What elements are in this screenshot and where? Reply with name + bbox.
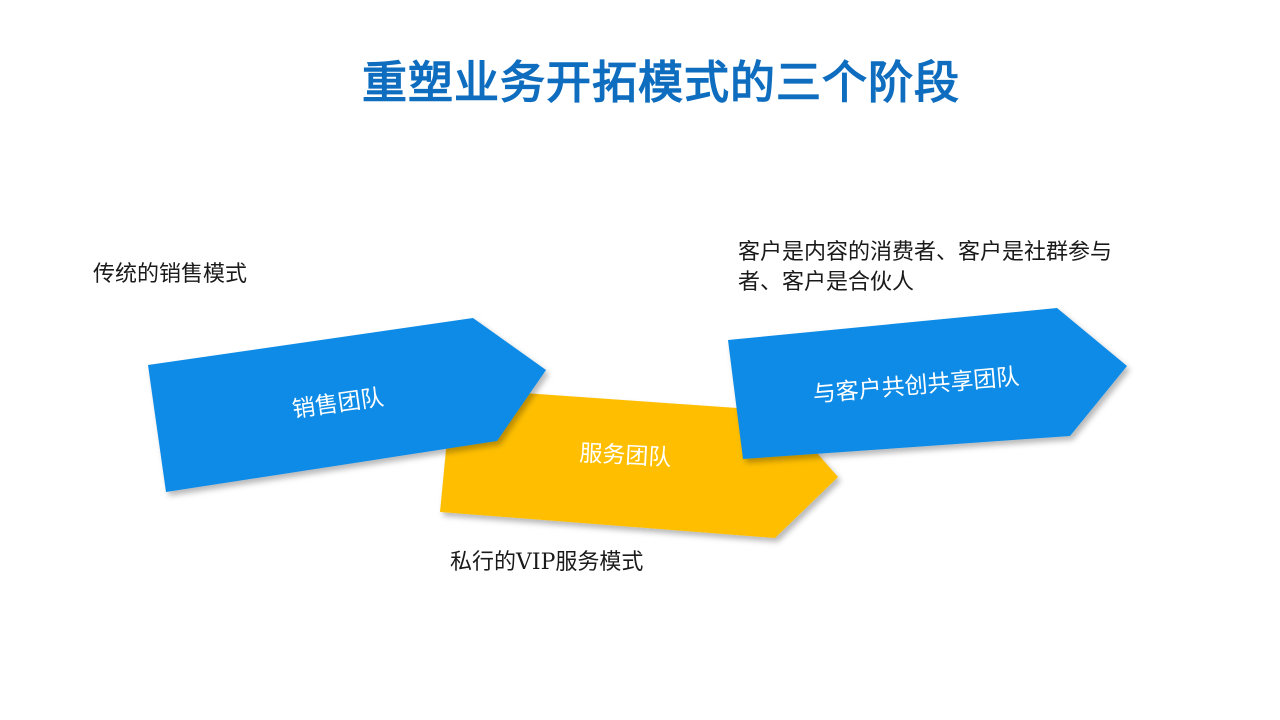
stage-3-arrow: 与客户共创共享团队 (728, 308, 1127, 459)
stage-2-description: 私行的VIP服务模式 (450, 550, 644, 575)
stage-2-arrow-label: 服务团队 (579, 441, 672, 472)
stage-3-description: 客户是内容的消费者、客户是社群参与者、客户是合伙人 (738, 240, 1113, 295)
stage-2-arrow-shape (440, 388, 838, 538)
stage-1-description: 传统的销售模式 (93, 262, 248, 287)
stage-1-arrow-shape (148, 318, 546, 492)
stage-1-arrow: 销售团队 (148, 318, 546, 492)
stage-2-arrow: 服务团队 (440, 388, 838, 538)
slide-title: 重塑业务开拓模式的三个阶段 (361, 56, 960, 109)
stage-3-arrow-shape (728, 308, 1127, 459)
